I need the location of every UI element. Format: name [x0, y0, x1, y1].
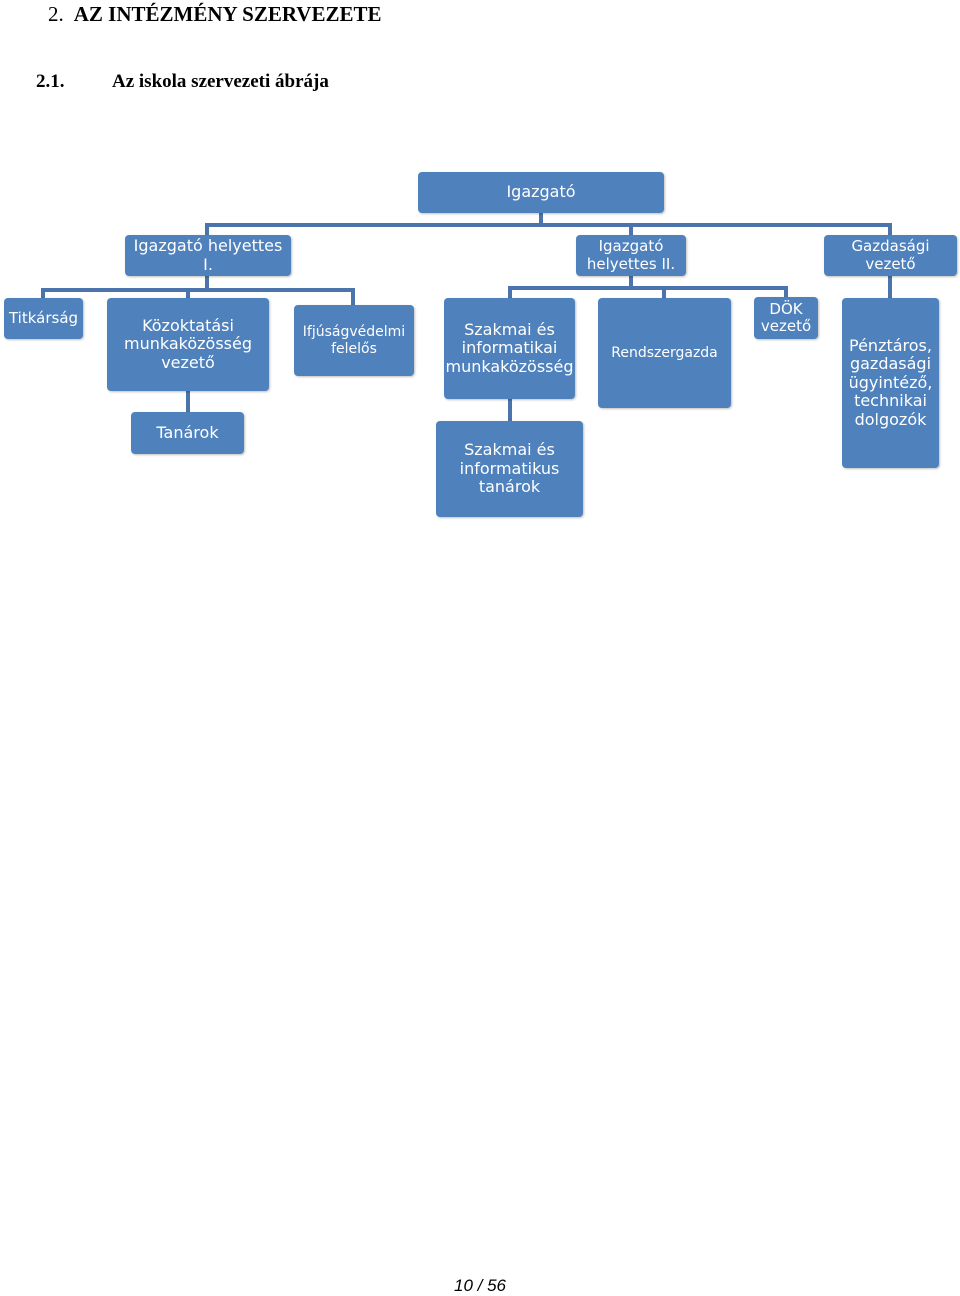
- node-igazgato: Igazgató: [418, 172, 664, 213]
- subsection-heading: 2.1. Az iskola szervezeti ábrája: [36, 71, 329, 93]
- node-szakmai-munkakozosseg: Szakmai és informatikai munkaközösség: [444, 298, 575, 399]
- node-titkarsag: Titkárság: [4, 298, 83, 339]
- page-number: 10 / 56: [454, 1276, 506, 1295]
- node-rendszergazda: Rendszergazda: [598, 298, 731, 408]
- node-dok-vezeto: DÖK vezető: [754, 297, 818, 339]
- node-helyettes-1: Igazgató helyettes I.: [125, 235, 291, 276]
- node-penztaros: Pénztáros, gazdasági ügyintéző, technika…: [842, 298, 939, 468]
- node-helyettes-2: Igazgató helyettes II.: [576, 235, 686, 276]
- subsection-title: Az iskola szervezeti ábrája: [112, 71, 329, 92]
- section-heading: 2. AZ INTÉZMÉNY SZERVEZETE: [48, 2, 381, 27]
- node-szakmai-tanarok: Szakmai és informatikus tanárok: [436, 421, 583, 517]
- subsection-number: 2.1.: [36, 71, 65, 92]
- org-chart-connectors: [41, 210, 892, 423]
- section-title: AZ INTÉZMÉNY SZERVEZETE: [73, 2, 382, 26]
- node-tanarok: Tanárok: [131, 412, 244, 454]
- node-ifjusagvedelmi: Ifjúságvédelmi felelős: [294, 305, 414, 376]
- node-gazdasagi-vezeto: Gazdasági vezető: [824, 235, 957, 276]
- section-number: 2.: [48, 2, 64, 26]
- node-kozoktatasi-vezeto: Közoktatási munkaközösség vezető: [107, 298, 269, 391]
